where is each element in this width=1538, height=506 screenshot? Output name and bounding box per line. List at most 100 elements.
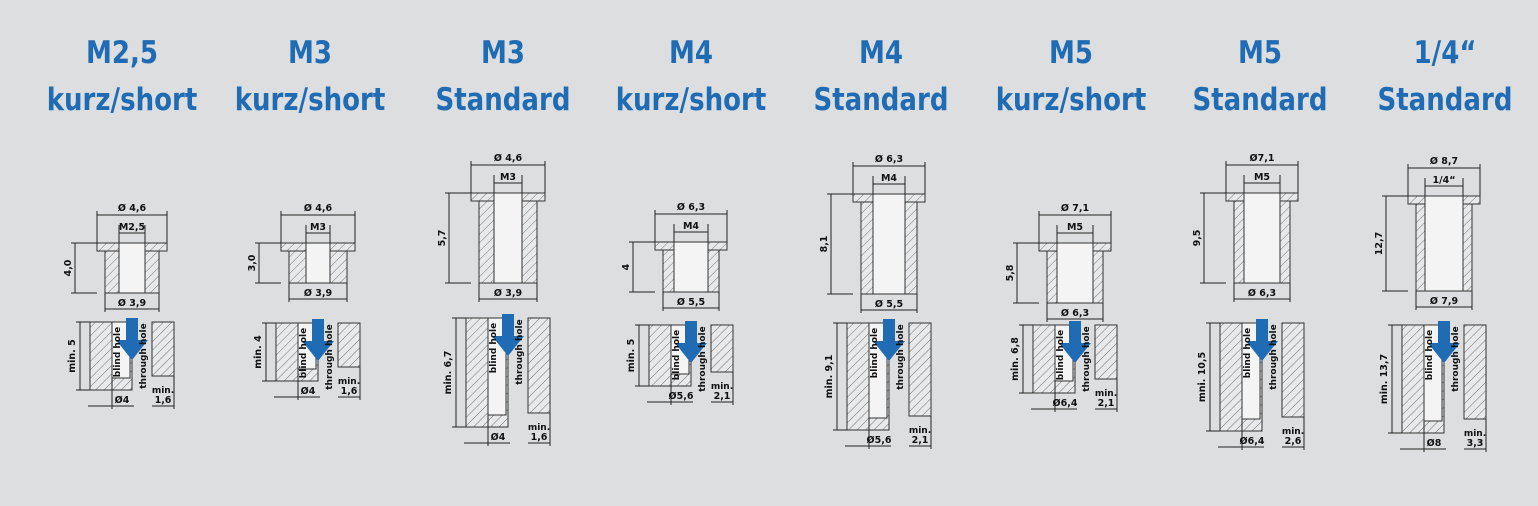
through-hole-label: through hole [1451, 326, 1461, 392]
insert-direction-arrow [116, 318, 148, 360]
height-label: 8,1 [819, 236, 830, 253]
insert-bore [1424, 195, 1464, 292]
insert-title: M4 kurz/short [611, 30, 771, 124]
through-hole-wall [1094, 324, 1118, 380]
insert-size: M5 [1237, 35, 1283, 71]
insert-type: Standard [1192, 82, 1328, 118]
outer-diameter-label: Ø 4,6 [304, 203, 333, 214]
insert-type: kurz/short [995, 82, 1147, 118]
outer-diameter-label: Ø 4,6 [494, 153, 523, 164]
min-wall-label: min. [338, 377, 360, 387]
thread-label: M3 [500, 172, 516, 183]
insert-type: Standard [813, 82, 949, 118]
through-hole-label: through hole [325, 324, 335, 390]
pilot-diameter-label: Ø 5,5 [677, 297, 705, 308]
min-wall-value: 3,3 [1467, 438, 1484, 449]
insert-size: M4 [858, 35, 904, 71]
blind-hole-label: blind hole [299, 328, 309, 378]
min-wall-value: 1,6 [155, 395, 172, 406]
through-hole-wall [1281, 322, 1305, 418]
hole-diameter-label: Ø6,4 [1053, 398, 1078, 409]
through-hole-label: through hole [1082, 326, 1092, 392]
insert-bore [872, 193, 906, 295]
insert-type: kurz/short [46, 82, 198, 118]
thread-label: M4 [683, 221, 699, 232]
insert-body [1407, 195, 1481, 292]
insert-title: M2,5 kurz/short [42, 30, 202, 124]
thread-label: M4 [881, 173, 897, 184]
min-wall-label: min. [1095, 389, 1117, 399]
hole-diameter-label: Ø4 [301, 386, 316, 397]
thread-label: M5 [1067, 222, 1083, 233]
min-depth-label: mni. 10,5 [1197, 352, 1208, 402]
blind-hole-label: blind hole [1243, 328, 1253, 378]
insert-body [654, 241, 728, 293]
pilot-diameter-label: Ø 3,9 [118, 298, 146, 309]
min-wall-value: 2,1 [912, 435, 929, 446]
through-hole-label: through hole [896, 324, 906, 390]
insert-bore [493, 192, 523, 284]
min-wall-value: 2,1 [1098, 398, 1115, 409]
outer-diameter-label: Ø 8,7 [1430, 156, 1458, 167]
insert-size: M5 [1048, 35, 1094, 71]
blind-hole-label: blind hole [489, 323, 499, 373]
hole-diameter-label: Ø4 [115, 395, 130, 406]
min-depth-label: min. 4 [253, 335, 264, 369]
hole-diameter-label: Ø8 [1427, 438, 1442, 449]
insert-type: kurz/short [615, 82, 767, 118]
height-label: 4 [621, 263, 632, 270]
insert-size: 1/4“ [1413, 35, 1477, 71]
insert-direction-arrow [1428, 321, 1460, 363]
thread-label: M3 [310, 222, 326, 233]
insert-title: M5 kurz/short [991, 30, 1151, 124]
through-hole-wall [1463, 324, 1487, 420]
min-depth-label: min. 6,8 [1010, 337, 1021, 381]
insert-size: M2,5 [85, 35, 159, 71]
through-hole-label: through hole [698, 326, 708, 392]
insert-body [96, 242, 168, 294]
insert-direction-arrow [1059, 321, 1091, 363]
hole-diameter-label: Ø4 [491, 432, 506, 443]
insert-title: 1/4“Standard [1365, 30, 1525, 124]
height-label: 4,0 [63, 259, 74, 276]
blind-hole-label: blind hole [1425, 330, 1435, 380]
min-wall-label: min. [1464, 429, 1486, 439]
height-label: 3,0 [247, 254, 258, 271]
insert-body [470, 192, 546, 284]
min-wall-label: min. [528, 423, 550, 433]
pilot-diameter-label: Ø 6,3 [1248, 288, 1276, 299]
through-hole-wall [710, 324, 734, 373]
pilot-diameter-label: Ø 5,5 [875, 299, 903, 310]
insert-direction-arrow [1246, 319, 1278, 361]
insert-size: M4 [668, 35, 714, 71]
insert-direction-arrow [302, 319, 334, 361]
outer-diameter-label: Ø7,1 [1250, 153, 1275, 164]
hole-diameter-label: Ø5,6 [669, 391, 694, 402]
min-wall-value: 2,6 [1285, 436, 1302, 447]
thread-label: M2,5 [119, 222, 145, 233]
outer-diameter-label: Ø 7,1 [1061, 203, 1089, 214]
min-depth-label: min. 6,7 [443, 351, 454, 395]
through-hole-wall [908, 322, 932, 417]
outer-diameter-label: Ø 6,3 [677, 202, 705, 213]
insert-size: M3 [480, 35, 526, 71]
outer-diameter-label: Ø 4,6 [118, 203, 147, 214]
insert-size: M3 [287, 35, 333, 71]
min-wall-label: min. [909, 426, 931, 436]
min-wall-label: min. [711, 382, 733, 392]
min-wall-value: 2,1 [714, 391, 731, 402]
insert-bore [673, 241, 709, 293]
height-label: 5,8 [1005, 264, 1016, 281]
